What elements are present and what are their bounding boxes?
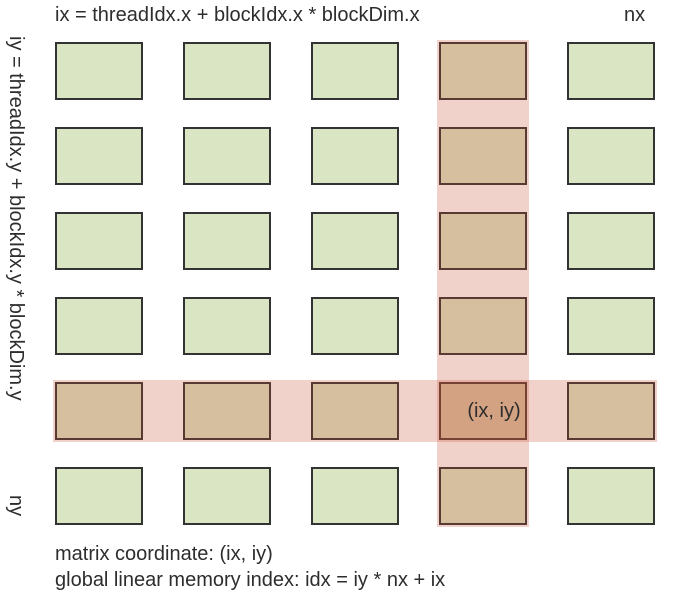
matrix-block-r3c1 xyxy=(183,297,271,355)
matrix-block-r0c0 xyxy=(55,42,143,100)
matrix-block-r5c2 xyxy=(311,467,399,525)
matrix-block-r1c4 xyxy=(567,127,655,185)
matrix-block-r3c4 xyxy=(567,297,655,355)
caption-block: matrix coordinate: (ix, iy) global linea… xyxy=(55,541,445,593)
nx-extent-label: nx xyxy=(624,4,646,26)
matrix-block-r1c0 xyxy=(55,127,143,185)
matrix-block-r5c1 xyxy=(183,467,271,525)
matrix-block-r1c1 xyxy=(183,127,271,185)
matrix-block-r4c3 xyxy=(439,382,527,440)
matrix-block-r5c0 xyxy=(55,467,143,525)
matrix-block-r2c4 xyxy=(567,212,655,270)
matrix-block-r0c3 xyxy=(439,42,527,100)
matrix-block-r2c3 xyxy=(439,212,527,270)
matrix-block-r1c3 xyxy=(439,127,527,185)
matrix-block-r2c2 xyxy=(311,212,399,270)
matrix-block-r3c3 xyxy=(439,297,527,355)
matrix-block-r2c1 xyxy=(183,212,271,270)
matrix-block-r1c2 xyxy=(311,127,399,185)
matrix-block-r2c0 xyxy=(55,212,143,270)
intersection-coordinate-label: (ix, iy) xyxy=(467,400,521,422)
matrix-block-r0c1 xyxy=(183,42,271,100)
matrix-block-r4c4 xyxy=(567,382,655,440)
matrix-block-r5c3 xyxy=(439,467,527,525)
matrix-block-r4c1 xyxy=(183,382,271,440)
matrix-block-r0c2 xyxy=(311,42,399,100)
column-highlight-band xyxy=(437,40,529,527)
matrix-block-r3c0 xyxy=(55,297,143,355)
x-index-formula-label: ix = threadIdx.x + blockIdx.x * blockDim… xyxy=(55,4,420,26)
linear-memory-index-caption: global linear memory index: idx = iy * n… xyxy=(55,569,446,591)
matrix-block-r5c4 xyxy=(567,467,655,525)
matrix-block-r0c4 xyxy=(567,42,655,100)
matrix-block-r4c2 xyxy=(311,382,399,440)
row-highlight-band xyxy=(53,380,657,442)
matrix-coordinate-caption: matrix coordinate: (ix, iy) xyxy=(55,543,273,565)
matrix-block-r3c2 xyxy=(311,297,399,355)
matrix-block-r4c0 xyxy=(55,382,143,440)
